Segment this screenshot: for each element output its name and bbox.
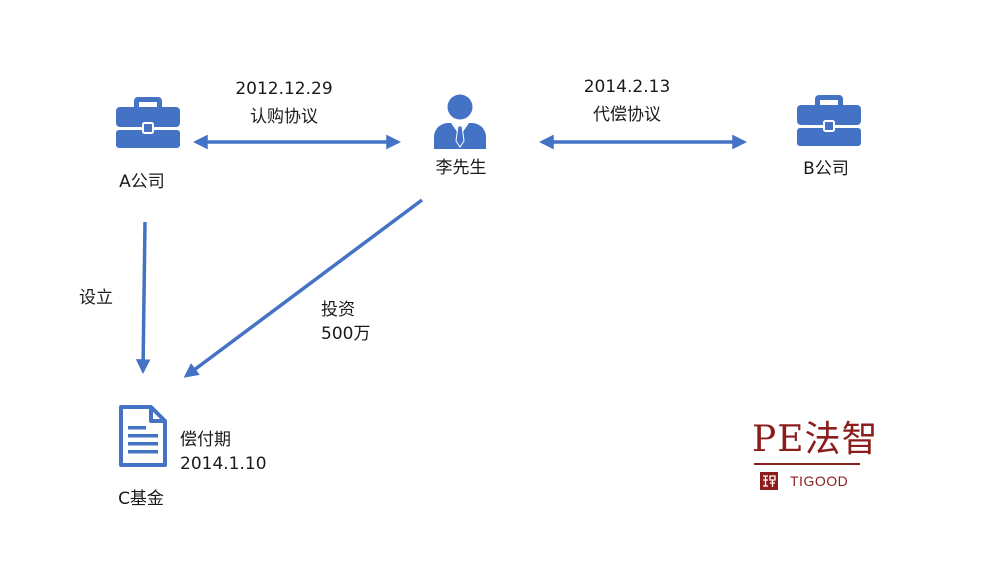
establish-arrow [135, 221, 151, 374]
invest-amount: 500万 [321, 324, 371, 344]
seal-icon [760, 472, 778, 490]
logo-divider [754, 463, 860, 465]
invest-label: 投资 [321, 300, 355, 320]
company-b-label: B公司 [803, 159, 849, 179]
briefcase-icon [116, 97, 180, 148]
person-label: 李先生 [435, 158, 487, 178]
fund-note-date: 2014.1.10 [180, 454, 267, 474]
businessman-icon [434, 94, 486, 149]
compensation-date: 2014.2.13 [583, 77, 671, 97]
invest-arrow [183, 198, 424, 378]
logo-title: PE法智 [752, 419, 879, 460]
briefcase-icon [797, 95, 861, 146]
document-icon [119, 405, 167, 467]
fund-note-label: 偿付期 [180, 430, 231, 450]
company-a-label: A公司 [119, 172, 165, 192]
compensation-label: 代偿协议 [593, 105, 661, 125]
logo-subtitle: TIGOOD [790, 473, 849, 489]
fund-c-label: C基金 [118, 489, 164, 509]
establish-label: 设立 [79, 288, 113, 308]
subscription-label: 认购协议 [250, 107, 318, 127]
subscription-date: 2012.12.29 [235, 79, 333, 99]
